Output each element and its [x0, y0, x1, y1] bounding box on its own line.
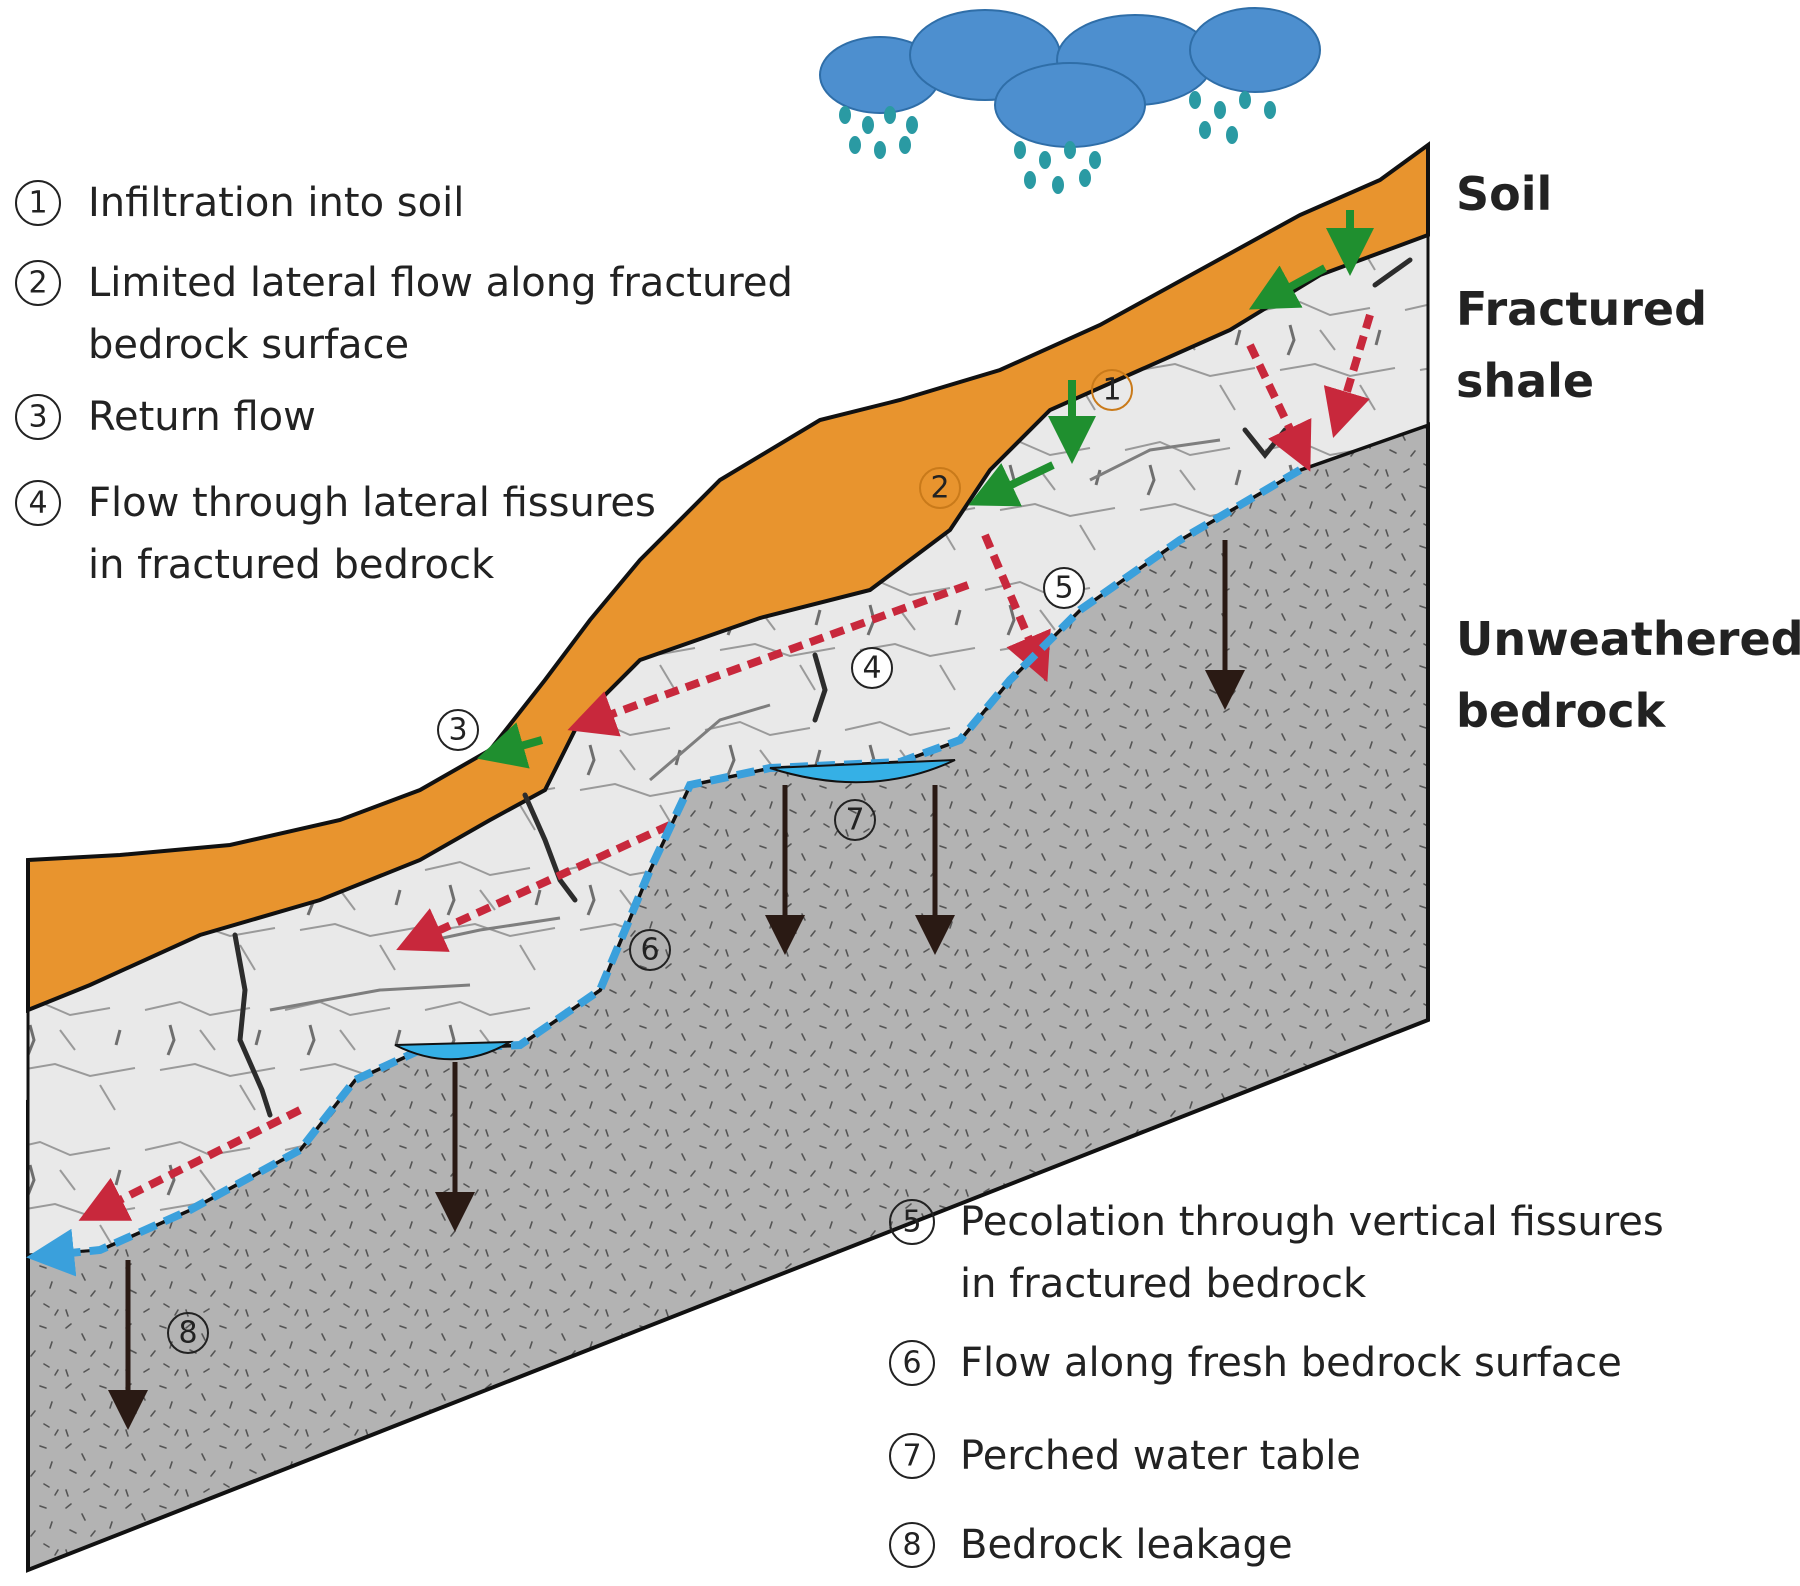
legend-top: 1 Infiltration into soil 2 Limited later… — [15, 180, 793, 588]
svg-text:Bedrock leakage: Bedrock leakage — [960, 1522, 1293, 1568]
svg-text:4: 4 — [28, 486, 47, 521]
svg-text:bedrock surface: bedrock surface — [88, 322, 409, 368]
legend-bottom: 5 Pecolation through vertical fissures i… — [889, 1199, 1664, 1568]
fissure-flow-arrows — [78, 313, 1374, 1221]
svg-text:8: 8 — [178, 1316, 197, 1351]
svg-text:in fractured bedrock: in fractured bedrock — [960, 1261, 1367, 1307]
rain-cloud-icon — [819, 7, 1321, 194]
vertical-fissure-arrow-1 — [981, 533, 1051, 683]
layer-label-fractured-1: Fractured — [1456, 282, 1707, 336]
svg-text:Flow through lateral fissures: Flow through lateral fissures — [88, 480, 656, 526]
layer-label-soil: Soil — [1456, 167, 1552, 221]
svg-text:2: 2 — [28, 266, 47, 301]
svg-text:5: 5 — [902, 1205, 921, 1240]
marker-3: 3 — [437, 709, 479, 751]
marker-4: 4 — [851, 647, 893, 689]
marker-5: 5 — [1043, 567, 1085, 609]
svg-text:Flow along fresh bedrock surfa: Flow along fresh bedrock surface — [960, 1340, 1622, 1386]
soil-flow-arrows — [476, 210, 1374, 769]
layer-label-unweathered-1: Unweathered — [1456, 612, 1800, 666]
perched-water-table-lower — [394, 1040, 514, 1061]
legend-item-4: 4 Flow through lateral fissures in fract… — [15, 480, 656, 588]
marker-2: 2 — [919, 467, 961, 509]
svg-text:7: 7 — [902, 1439, 921, 1474]
legend-item-5: 5 Pecolation through vertical fissures i… — [889, 1199, 1664, 1307]
svg-text:Pecolation through vertical fi: Pecolation through vertical fissures — [960, 1199, 1664, 1245]
bedrock-surface-flow-arrow — [26, 466, 1303, 1277]
lateral-fissure-arrow-3 — [78, 1106, 302, 1221]
legend-item-2: 2 Limited lateral flow along fractured b… — [15, 260, 793, 368]
marker-1: 1 — [1091, 369, 1133, 411]
legend-item-1: 1 Infiltration into soil — [15, 180, 464, 226]
svg-text:1: 1 — [1102, 373, 1121, 408]
diagram-markers: 1 2 3 4 5 6 7 8 — [167, 369, 1133, 1354]
legend-item-8: 8 Bedrock leakage — [889, 1522, 1293, 1568]
vertical-fissure-arrow-2 — [1246, 343, 1312, 472]
return-flow-arrow — [476, 722, 544, 769]
svg-text:5: 5 — [1054, 571, 1073, 606]
svg-text:Limited lateral flow along fra: Limited lateral flow along fractured — [88, 260, 793, 306]
svg-text:8: 8 — [902, 1528, 921, 1563]
lateral-flow-arrow-2 — [1248, 264, 1327, 310]
lateral-flow-arrow-1 — [968, 461, 1055, 507]
svg-text:2: 2 — [930, 471, 949, 506]
svg-text:Perched water table: Perched water table — [960, 1433, 1361, 1479]
marker-7: 7 — [834, 799, 876, 841]
svg-text:4: 4 — [862, 651, 881, 686]
bedrock-leakage-arrows — [108, 540, 1245, 1430]
svg-text:3: 3 — [28, 400, 47, 435]
svg-text:3: 3 — [448, 713, 467, 748]
layer-label-fractured-2: shale — [1456, 354, 1594, 408]
svg-text:1: 1 — [28, 186, 47, 221]
svg-text:6: 6 — [902, 1346, 921, 1381]
marker-6: 6 — [629, 929, 671, 971]
svg-text:Return flow: Return flow — [88, 394, 316, 440]
marker-8: 8 — [167, 1312, 209, 1354]
lateral-fissure-arrow-2 — [396, 821, 672, 952]
svg-text:7: 7 — [845, 803, 864, 838]
layer-label-unweathered-2: bedrock — [1456, 684, 1667, 738]
legend-item-7: 7 Perched water table — [889, 1433, 1361, 1479]
soil-layer — [26, 141, 1430, 1013]
legend-item-3: 3 Return flow — [15, 394, 316, 440]
legend-item-6: 6 Flow along fresh bedrock surface — [889, 1340, 1622, 1386]
fissure-lines — [232, 257, 1413, 1118]
perched-water-table-upper — [769, 759, 956, 784]
svg-text:Infiltration into soil: Infiltration into soil — [88, 180, 464, 226]
svg-text:6: 6 — [640, 933, 659, 968]
layer-labels: Soil Fractured shale Unweathered bedrock — [1456, 167, 1800, 738]
vertical-fissure-arrow-3 — [1323, 313, 1374, 438]
svg-text:in fractured bedrock: in fractured bedrock — [88, 542, 495, 588]
lateral-fissure-arrow-1 — [567, 581, 970, 737]
